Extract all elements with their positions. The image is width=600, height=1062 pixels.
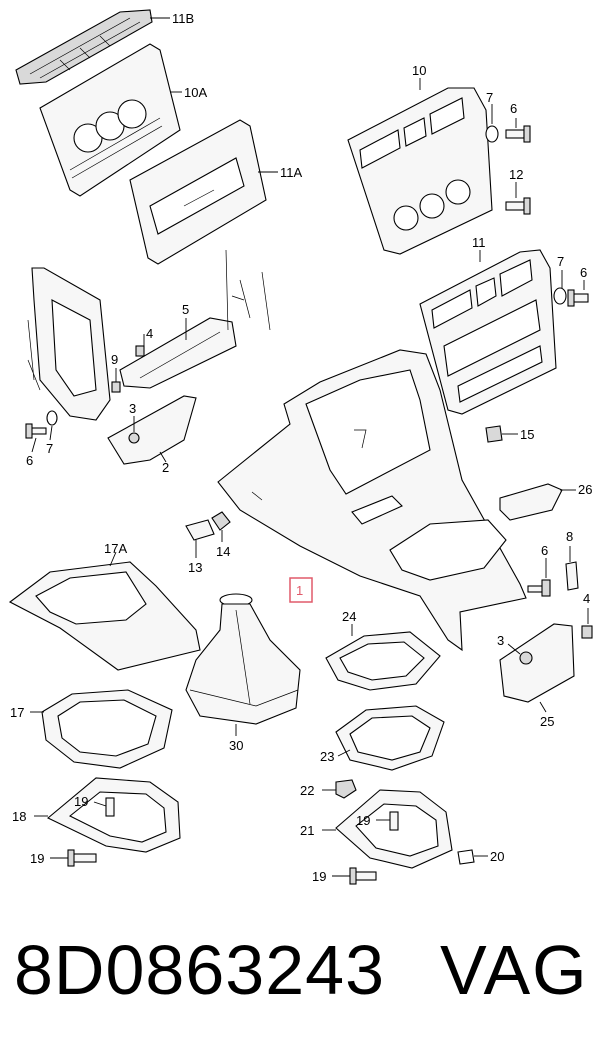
callout-7-right: 7 [557, 254, 564, 269]
washer-7 [485, 125, 499, 143]
clip-15 [485, 425, 503, 443]
callout-17: 17 [10, 705, 24, 720]
screw-6 [505, 125, 531, 143]
left-frame-bracket [27, 267, 111, 421]
screw-6-right [567, 289, 589, 307]
callout-18: 18 [12, 809, 26, 824]
part-11b-vent-strip [15, 9, 153, 85]
part-26-switch [499, 483, 563, 521]
callout-6-top: 6 [510, 101, 517, 116]
callout-26: 26 [578, 482, 592, 497]
callout-9: 9 [111, 352, 118, 367]
nut-3-right [519, 651, 533, 665]
washer-7-right [553, 287, 567, 305]
callout-11: 11 [472, 235, 486, 250]
part-10-panel [347, 87, 493, 255]
callout-21: 21 [300, 823, 314, 838]
screw-19-lower [349, 867, 377, 885]
callout-3-left: 3 [129, 401, 136, 416]
part-17a-surround [8, 561, 201, 671]
callout-19-mid: 19 [356, 813, 370, 828]
callout-4-right: 4 [583, 591, 590, 606]
callout-6-right: 6 [580, 265, 587, 280]
callout-6-mid: 6 [541, 543, 548, 558]
part-5-bracket [119, 317, 237, 389]
screw-6-left [25, 423, 47, 439]
callout-12: 12 [509, 167, 523, 182]
callout-2: 2 [162, 460, 169, 475]
part-10a-panel [39, 43, 181, 197]
callout-19-lower: 19 [312, 869, 326, 884]
part-2-bracket [107, 395, 197, 465]
part-25-bracket [499, 623, 575, 703]
brand-label: VAG [440, 931, 589, 1009]
exploded-parts-diagram: 11B 10A 11A 10 7 6 12 [8, 9, 593, 885]
part-number: 8D0863243 [14, 931, 385, 1009]
callout-23: 23 [320, 749, 334, 764]
callout-10: 10 [412, 63, 426, 78]
callout-14: 14 [216, 544, 230, 559]
callout-24: 24 [342, 609, 356, 624]
clip-4-right [581, 625, 593, 639]
callout-1: 1 [296, 583, 303, 598]
part-1-center-console [217, 349, 527, 652]
callout-7-left: 7 [46, 441, 53, 456]
callout-6-left: 6 [26, 453, 33, 468]
part-17-trim-ring [41, 689, 173, 769]
footer: 8D0863243 VAG [0, 930, 600, 1040]
pillar-outline [225, 249, 271, 331]
callout-8: 8 [566, 529, 573, 544]
callout-17a: 17A [104, 541, 127, 556]
part-30-gear-boot [185, 593, 301, 725]
screw-12 [505, 197, 531, 215]
part-11a-panel [129, 119, 267, 265]
callout-19-upper: 19 [74, 794, 88, 809]
washer-7-left [46, 410, 58, 426]
part-1-highlight-box [289, 577, 313, 603]
nut-3-left [128, 432, 140, 444]
callout-7-top: 7 [486, 90, 493, 105]
callout-3-right: 3 [497, 633, 504, 648]
callout-20: 20 [490, 849, 504, 864]
callout-22: 22 [300, 783, 314, 798]
callout-11a: 11A [280, 165, 302, 180]
part-14-clip [211, 511, 231, 531]
part-22-clip [335, 779, 357, 799]
callout-19-left: 19 [30, 851, 44, 866]
clip-4 [135, 345, 145, 357]
callout-5: 5 [182, 302, 189, 317]
part-23-frame [335, 705, 445, 771]
callout-11b: 11B [172, 11, 194, 26]
part-24-ring [325, 631, 441, 691]
screw-19-left [67, 849, 97, 867]
callout-10a: 10A [184, 85, 207, 100]
screw-6-mid [527, 579, 551, 597]
part-13-cap [185, 519, 215, 541]
callout-25: 25 [540, 714, 554, 729]
part-20-cap [457, 849, 475, 865]
screw-19-mid [389, 811, 399, 831]
part-8-clip [565, 561, 579, 591]
clip-9 [111, 381, 121, 393]
callout-4-left: 4 [146, 326, 153, 341]
screw-19-upper [105, 797, 115, 817]
callout-30: 30 [229, 738, 243, 753]
part-11-panel [419, 249, 557, 415]
callout-15: 15 [520, 427, 534, 442]
callout-13: 13 [188, 560, 202, 575]
